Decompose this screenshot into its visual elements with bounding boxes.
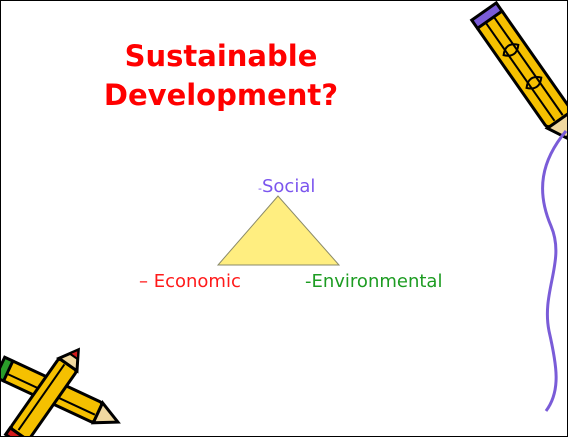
label-economic: – Economic <box>139 271 241 292</box>
wavy-line-icon <box>541 130 567 412</box>
label-social: -Social <box>258 176 316 197</box>
slide-title: Sustainable Development? <box>96 37 346 115</box>
label-environmental: -Environmental <box>305 271 443 292</box>
pencil-icon <box>469 1 567 146</box>
title-line-1: Sustainable <box>124 39 318 73</box>
title-line-2: Development? <box>103 78 339 112</box>
pencils-icon <box>1 347 121 436</box>
